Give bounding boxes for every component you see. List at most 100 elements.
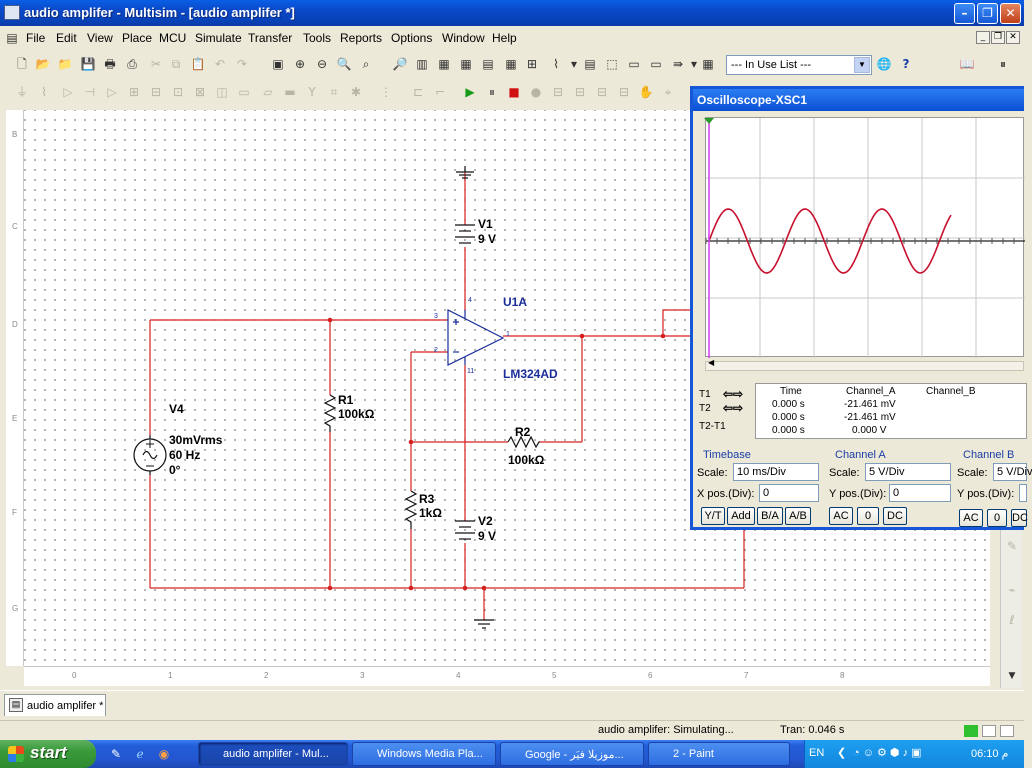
postprocessor-icon[interactable]: ▦ bbox=[505, 57, 517, 71]
hand-icon[interactable]: ✋ bbox=[638, 85, 654, 99]
task-multisim[interactable]: audio amplifer - Mul... bbox=[198, 742, 348, 766]
print-icon[interactable]: 🖶 bbox=[104, 57, 116, 71]
menu-place[interactable]: Place bbox=[122, 31, 153, 45]
task-windows-media-player[interactable]: Windows Media Pla... bbox=[352, 742, 496, 766]
menu-options[interactable]: Options bbox=[391, 31, 433, 45]
ultiboard-icon[interactable]: ▦ bbox=[702, 57, 714, 71]
zoom-out-icon[interactable]: ⊖ bbox=[316, 57, 328, 71]
channel-b-ypos-input[interactable] bbox=[1019, 484, 1027, 502]
bus-icon[interactable]: ⊏ bbox=[412, 85, 424, 99]
quicklaunch-paint-icon[interactable]: ✎ bbox=[110, 747, 122, 761]
oscilloscope-display[interactable] bbox=[704, 117, 1025, 358]
menu-tools[interactable]: Tools bbox=[303, 31, 332, 45]
transistor-icon[interactable]: ⊣ bbox=[84, 85, 96, 99]
close-button[interactable]: ✕ bbox=[1000, 3, 1021, 24]
channel-b-ac-button[interactable]: AC bbox=[959, 509, 983, 527]
main-ground-symbol[interactable] bbox=[474, 619, 494, 629]
chevron-down-icon[interactable]: ▾ bbox=[690, 57, 698, 71]
zoom-area-icon[interactable]: 🔍 bbox=[336, 57, 352, 71]
pause-breakpoint-icon[interactable]: ⏸ bbox=[999, 57, 1006, 71]
vertical-scrollbar[interactable]: ✎ ⌁ ℓ ▼ bbox=[1000, 500, 1022, 688]
power-icon[interactable]: ▭ bbox=[238, 85, 250, 99]
stop-simulation-icon[interactable]: ■ bbox=[508, 85, 520, 99]
channel-b-dc-button[interactable]: DC bbox=[1011, 509, 1028, 527]
opamp-symbol[interactable] bbox=[447, 309, 505, 366]
peripheral-icon[interactable]: ▬ bbox=[284, 85, 296, 99]
erc-icon[interactable]: ⊞ bbox=[526, 57, 538, 71]
menu-simulate[interactable]: Simulate bbox=[195, 31, 242, 45]
analog-icon[interactable]: ▷ bbox=[107, 85, 117, 99]
database-icon[interactable]: ▦ bbox=[460, 57, 472, 71]
forward-annotate-icon[interactable]: ▭ bbox=[650, 57, 662, 71]
grapher-icon[interactable]: ⌇ bbox=[553, 57, 559, 71]
wires[interactable] bbox=[149, 172, 745, 620]
quicklaunch-ie-icon[interactable]: ℯ bbox=[136, 747, 144, 761]
electromechanical-icon[interactable]: ⌗ bbox=[330, 85, 338, 99]
scope-horizontal-scrollbar[interactable]: ◀ bbox=[705, 358, 1024, 371]
step-out-icon[interactable]: ⊟ bbox=[596, 85, 608, 99]
menu-reports[interactable]: Reports bbox=[340, 31, 383, 45]
menu-view[interactable]: View bbox=[87, 31, 113, 45]
a-over-b-button[interactable]: A/B bbox=[785, 507, 811, 525]
menu-transfer[interactable]: Transfer bbox=[248, 31, 293, 45]
probe-tool-icon[interactable]: ✎ bbox=[1006, 539, 1018, 553]
cut-icon[interactable]: ✂ bbox=[150, 57, 162, 71]
run-simulation-icon[interactable]: ▶ bbox=[465, 85, 475, 99]
component-wizard-icon[interactable]: ▤ bbox=[482, 57, 494, 71]
ground-icon[interactable]: ⏚ bbox=[15, 85, 28, 99]
back-annotate-icon[interactable]: ▭ bbox=[628, 57, 640, 71]
tab-audio-amplifer[interactable]: ▤ audio amplifer * bbox=[4, 694, 106, 716]
misc-digital-icon[interactable]: ⊡ bbox=[172, 85, 184, 99]
timebase-scale-input[interactable]: 10 ms/Div bbox=[733, 463, 819, 481]
x-pos-input[interactable]: 0 bbox=[759, 484, 819, 502]
menu-help[interactable]: Help bbox=[492, 31, 517, 45]
yt-button[interactable]: Y/T bbox=[701, 507, 725, 525]
globe-icon[interactable]: 🌐 bbox=[876, 57, 892, 71]
wire-icon[interactable]: ⌐ bbox=[434, 85, 446, 99]
book-icon[interactable]: 📖 bbox=[959, 57, 975, 71]
mdi-restore-button[interactable]: ❐ bbox=[991, 31, 1005, 44]
capture-area-icon[interactable]: ⬚ bbox=[606, 57, 618, 71]
transfer-icon[interactable]: ⇛ bbox=[672, 57, 684, 71]
help-icon[interactable]: ? bbox=[902, 57, 910, 71]
undo-icon[interactable]: ↶ bbox=[214, 57, 226, 71]
bom-icon[interactable]: ▤ bbox=[584, 57, 596, 71]
v1-battery-symbol[interactable] bbox=[455, 224, 475, 244]
r3-resistor-symbol[interactable] bbox=[404, 490, 418, 529]
oscilloscope-title-bar[interactable]: Oscilloscope-XSC1 bbox=[693, 89, 1024, 111]
task-paint[interactable]: 2 - Paint bbox=[648, 742, 790, 766]
r1-resistor-symbol[interactable] bbox=[323, 394, 337, 432]
toggle-fullscreen-icon[interactable]: ▣ bbox=[272, 57, 284, 71]
misc-icon[interactable]: ▱ bbox=[263, 85, 273, 99]
language-indicator[interactable]: EN bbox=[809, 747, 825, 759]
pause-simulation-icon[interactable]: ⏸ bbox=[488, 85, 495, 99]
mdi-close-button[interactable]: ✕ bbox=[1006, 31, 1020, 44]
mixed-icon[interactable]: ⊠ bbox=[194, 85, 206, 99]
open-sample-icon[interactable]: 📁 bbox=[57, 57, 73, 71]
design-toolbox-icon[interactable]: ▥ bbox=[416, 57, 428, 71]
oscilloscope-window[interactable]: Oscilloscope-XSC1 ◀ T1 T2 T2-T1 ⇦⇨ ⇦⇨ Ti… bbox=[690, 86, 1032, 530]
diode-icon[interactable]: ▷ bbox=[63, 85, 73, 99]
tray-icons[interactable]: ◔ ☺ ⚙ ⬢ ♪ ▣ bbox=[853, 747, 922, 759]
multisim-app-icon[interactable] bbox=[4, 5, 20, 20]
redo-icon[interactable]: ↷ bbox=[236, 57, 248, 71]
resistor-icon[interactable]: ⌇ bbox=[41, 85, 47, 99]
document-icon[interactable]: ▤ bbox=[6, 31, 18, 45]
logic-analyzer-icon[interactable]: ℓ bbox=[1009, 613, 1015, 627]
open-icon[interactable]: 📂 bbox=[35, 57, 51, 71]
hierarchical-icon[interactable]: ⋮ bbox=[380, 85, 392, 99]
step-icon[interactable]: ● bbox=[530, 85, 542, 99]
menu-file[interactable]: File bbox=[26, 31, 46, 45]
menu-edit[interactable]: Edit bbox=[56, 31, 77, 45]
cmos-icon[interactable]: ⊟ bbox=[150, 85, 162, 99]
quicklaunch-firefox-icon[interactable]: ◉ bbox=[158, 747, 170, 761]
step-over-icon[interactable]: ⊟ bbox=[574, 85, 586, 99]
channel-a-zero-button[interactable]: 0 bbox=[857, 507, 879, 525]
channel-a-scale-input[interactable]: 5 V/Div bbox=[865, 463, 951, 481]
t2-arrows-icon[interactable]: ⇦⇨ bbox=[723, 401, 744, 415]
ttl-icon[interactable]: ⊞ bbox=[128, 85, 140, 99]
new-icon[interactable]: 🗋 bbox=[17, 57, 27, 71]
start-button[interactable]: start bbox=[0, 740, 96, 768]
rf-icon[interactable]: Y bbox=[308, 85, 316, 99]
channel-a-ypos-input[interactable]: 0 bbox=[889, 484, 951, 502]
